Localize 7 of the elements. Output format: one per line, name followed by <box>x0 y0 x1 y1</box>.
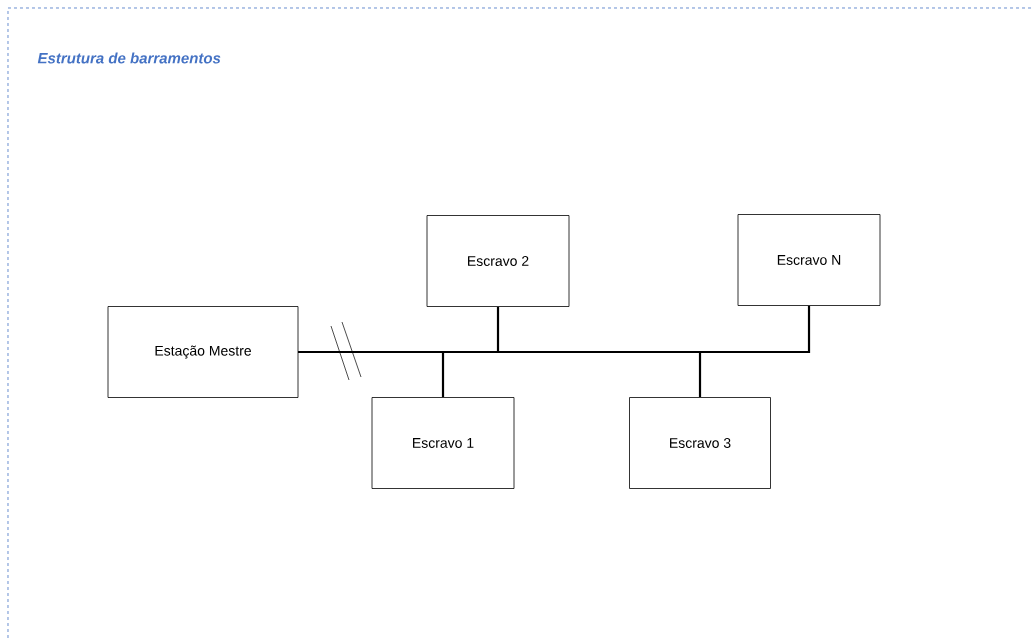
station-box: Escravo 2 <box>426 215 570 307</box>
bus-line <box>298 305 811 354</box>
station-box: Escravo 3 <box>629 397 771 489</box>
station-box: Escravo N <box>737 214 881 306</box>
title: Estrutura de barramentos <box>37 52 221 64</box>
station-box: Escravo 1 <box>371 397 515 489</box>
station-box: Estação Mestre <box>107 306 299 398</box>
